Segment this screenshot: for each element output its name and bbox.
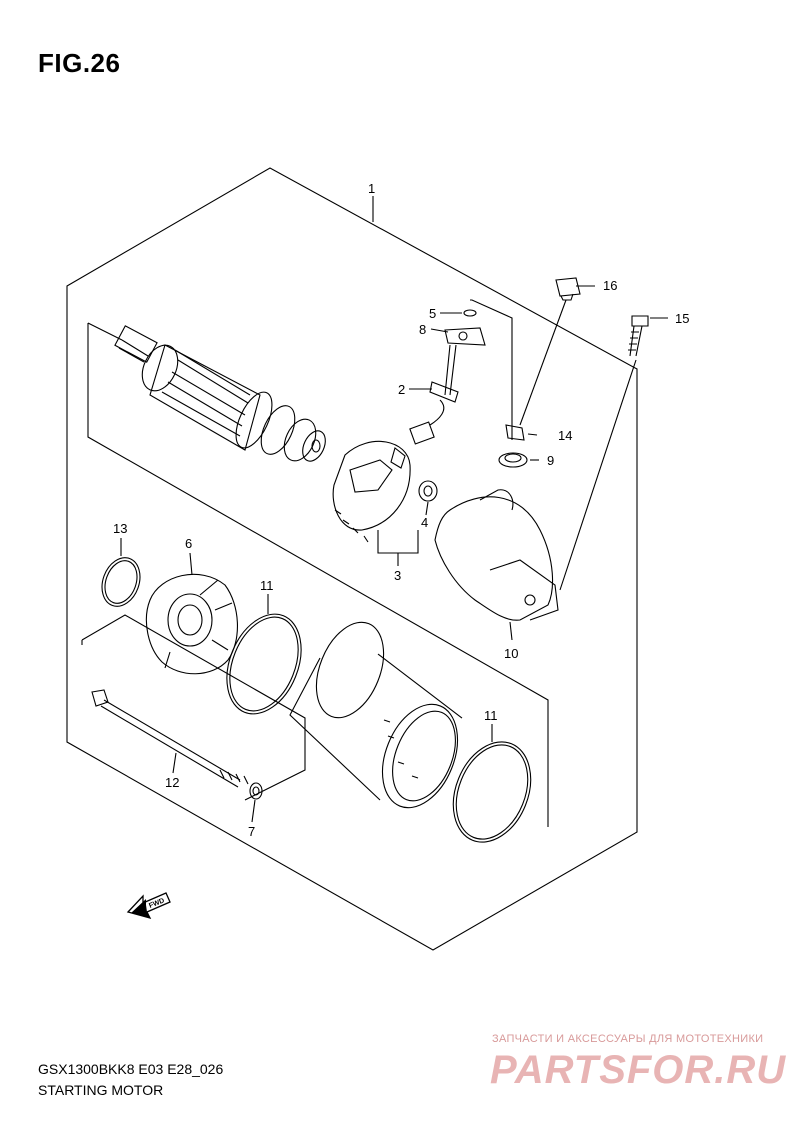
callout-1: 1 [368,181,375,196]
callout-14: 14 [558,428,572,443]
bolt-16 [555,277,581,301]
callout-8: 8 [419,322,426,337]
o-ring-11-front [226,613,302,715]
yoke-housing [289,621,463,809]
callout-9: 9 [547,453,554,468]
model-code: GSX1300BKK8 E03 E28_026 [38,1061,224,1077]
callout-7: 7 [248,824,255,839]
callout-10: 10 [504,646,518,661]
armature-subframe [87,323,549,827]
callout-2: 2 [398,382,405,397]
callout-12: 12 [165,775,179,790]
callout-16: 16 [603,278,617,293]
bolt-subframe [81,614,306,801]
bolt-15 [628,315,649,357]
callout-13: 13 [113,521,127,536]
callout-5: 5 [429,306,436,321]
callout-4: 4 [421,515,428,530]
o-ring-11-rear [452,741,532,843]
brush-holder-plate [332,440,438,543]
brush-parts-bracket [470,299,513,440]
callout-3: 3 [394,568,401,583]
section-title: STARTING MOTOR [38,1082,164,1098]
washer-7 [249,782,263,800]
assembly-frame [66,167,638,951]
o-ring-13 [101,557,141,607]
callout-15: 15 [675,311,689,326]
figure-title: FIG.26 [38,48,121,78]
armature [114,325,326,462]
callout-11-rear: 11 [484,708,498,723]
end-cover [434,424,559,621]
front-bracket [145,573,238,675]
through-bolt [91,689,249,788]
watermark-logo: PARTSFOR.RU [490,1048,787,1092]
fwd-arrow-icon: FWD [126,892,171,920]
watermark-tagline: ЗАПЧАСТИ И АКСЕССУАРЫ ДЛЯ МОТОТЕХНИКИ [492,1033,764,1045]
brush-terminal [409,309,486,445]
callout-6: 6 [185,536,192,551]
callout-11-front: 11 [260,578,274,593]
